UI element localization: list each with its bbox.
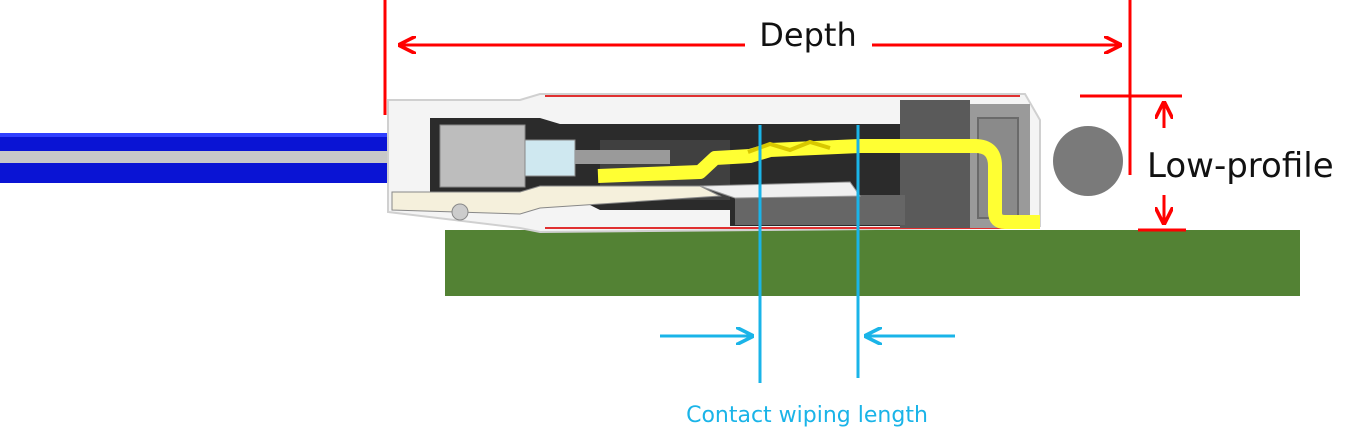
- wiping-length-dimension: Contact wiping length: [660, 125, 955, 428]
- cable: [0, 133, 440, 183]
- contact-spring: [597, 139, 1040, 229]
- contact-wiping-length-label: Contact wiping length: [686, 403, 928, 428]
- low-profile-label: Low-profile: [1147, 146, 1334, 186]
- low-profile-dimension: Low-profile: [1080, 94, 1334, 232]
- pcb-board: [445, 230, 1300, 296]
- depth-dimension: Depth: [383, 0, 1132, 175]
- depth-label: Depth: [759, 16, 856, 54]
- ground-contact-circle: [1053, 126, 1123, 196]
